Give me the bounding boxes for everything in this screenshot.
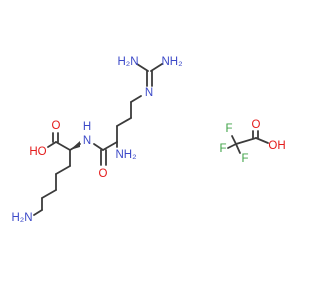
bond-n-ch2 <box>130 95 142 103</box>
wedge-lys-alpha <box>70 141 80 150</box>
atom-side-chain-amine: H₂N <box>11 212 32 224</box>
atom-fluorine-2: F <box>219 143 226 155</box>
atom-guanidine-n: N <box>145 87 153 99</box>
bond-cf3-f3 <box>235 143 241 154</box>
atom-amide-nitrogen: N <box>83 135 91 147</box>
bond-lys-side-1 <box>55 165 71 175</box>
atom-fluorine-1: F <box>225 123 232 135</box>
bond-cf3-f2 <box>227 143 237 149</box>
bond-ch2-ch2-2 <box>116 117 132 127</box>
atom-alpha-amine: NH₂ <box>115 149 136 161</box>
atom-tfa-hydroxyl: OH <box>268 140 285 152</box>
dipeptide-atoms: H₂N NH₂ N NH₂ O N H O HO H₂N <box>11 56 182 224</box>
atom-guanidine-nh2-left: H₂N <box>117 56 138 68</box>
bond-lys-side-amine <box>33 209 43 216</box>
bond-lys-alpha-cooh <box>55 141 71 151</box>
bond-alpha-carbonyl <box>102 141 118 151</box>
bond-guanidine-nh2-left <box>136 63 149 72</box>
bond-tfa-oh <box>255 137 269 144</box>
atom-fluorine-3: F <box>241 153 248 165</box>
atom-amide-h: H <box>83 121 91 133</box>
bond-guanidine-nh2-right <box>150 63 163 72</box>
trifluoroacetate: F F F O OH <box>219 119 285 165</box>
bond-carbonyl-amide-n <box>93 143 104 151</box>
bond-cf3-cooh <box>235 137 257 145</box>
atom-acid-oxygen: O <box>52 120 61 132</box>
dipeptide-bonds <box>33 63 163 216</box>
atom-tfa-carbonyl-oxygen: O <box>252 119 261 131</box>
bond-cf3-f1 <box>231 135 237 145</box>
atom-amide-oxygen: O <box>99 168 108 180</box>
atom-guanidine-nh2-right: NH₂ <box>161 56 182 68</box>
bond-cooh-oh <box>47 141 57 148</box>
atom-acid-hydroxyl: HO <box>29 146 46 158</box>
molecule-structure: H₂N NH₂ N NH₂ O N H O HO H₂N F F F O OH <box>11 56 285 224</box>
bond-lys-side-3 <box>41 189 57 199</box>
